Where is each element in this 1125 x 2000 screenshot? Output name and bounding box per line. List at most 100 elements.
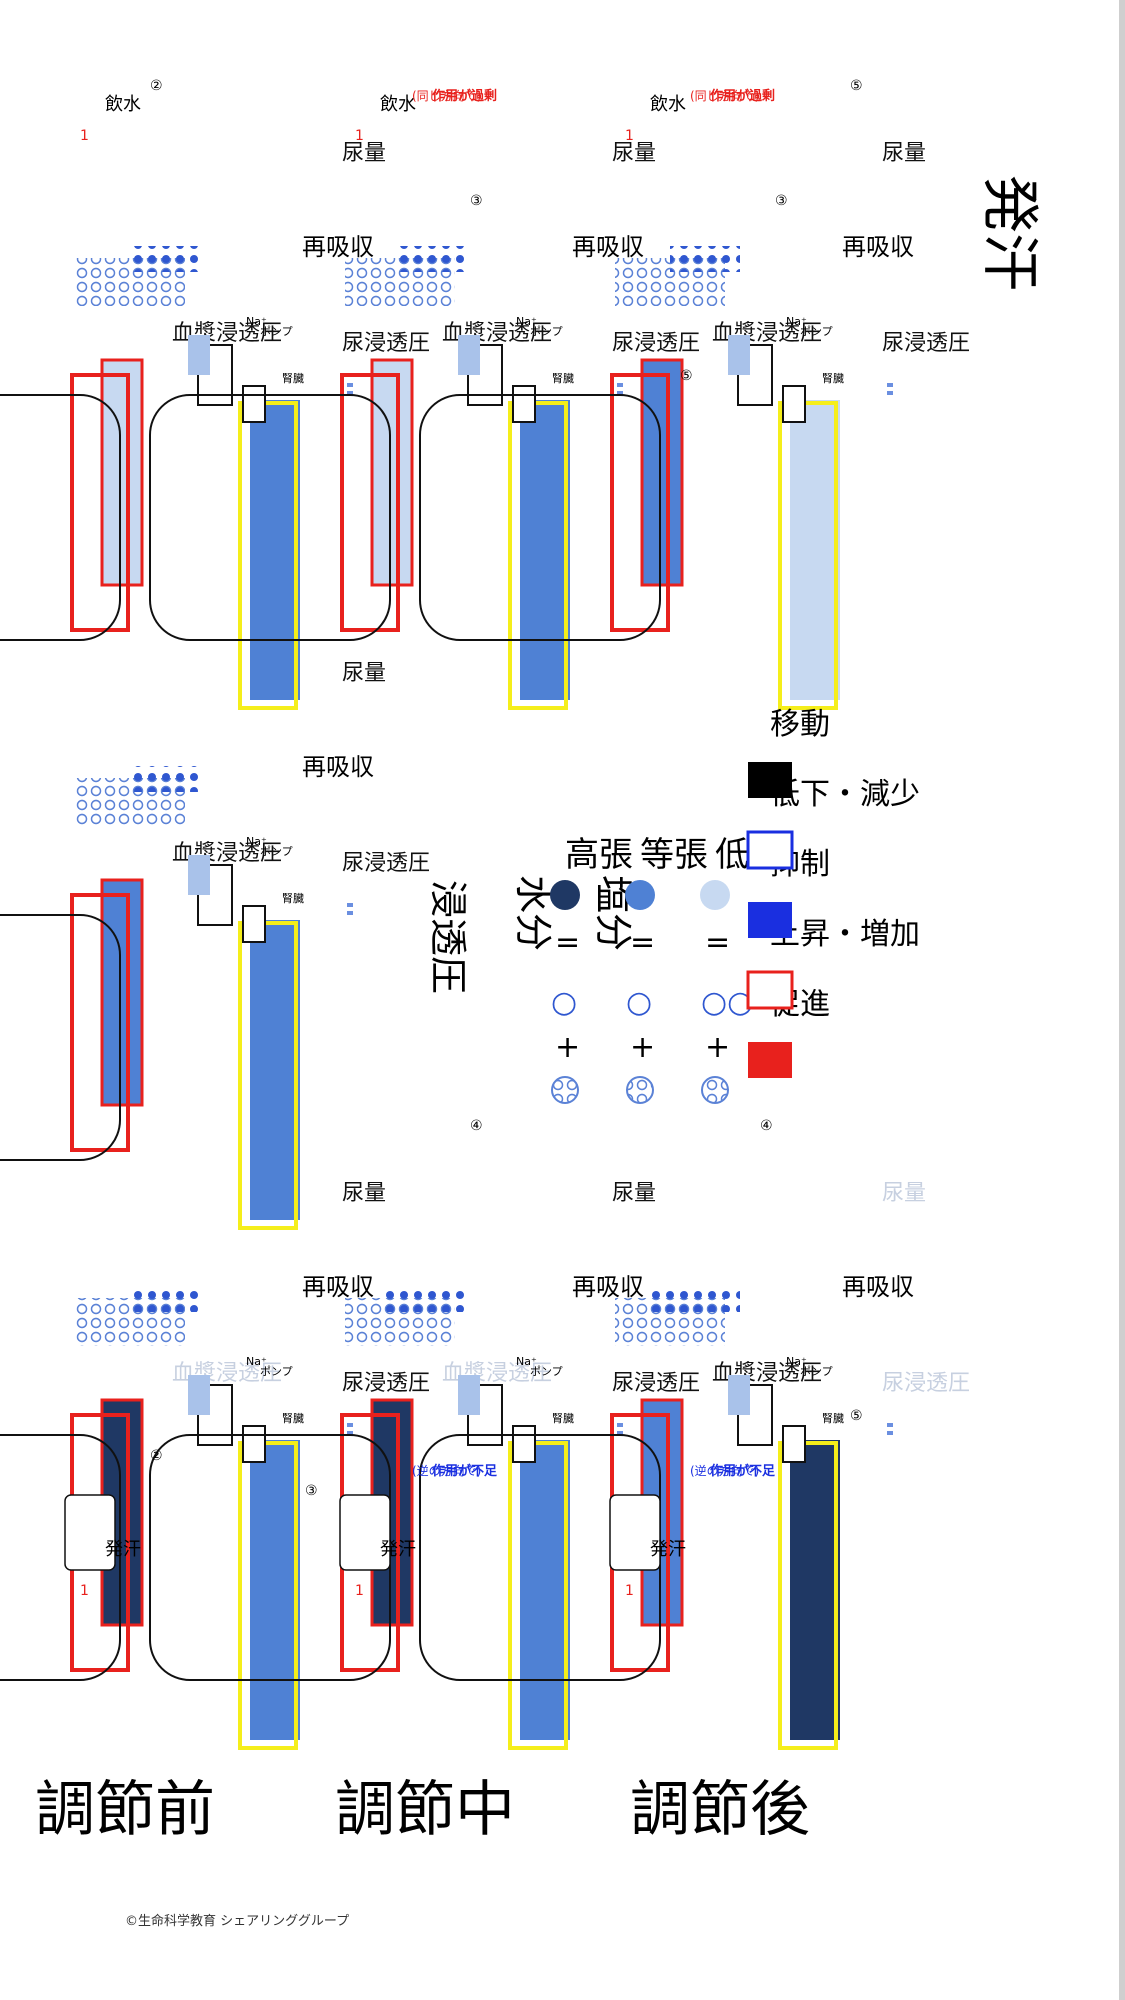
urine-frame xyxy=(508,401,568,710)
urine-osmolality-label: 尿浸透圧 xyxy=(612,1371,700,1396)
marker-three: ③ xyxy=(470,193,483,209)
legend-water: ○○ xyxy=(701,985,753,1020)
urine-osmolality-label: 尿浸透圧 xyxy=(882,331,970,356)
urine-osmolality-label: 尿浸透圧 xyxy=(342,851,430,876)
marker-two: ② xyxy=(150,78,163,94)
urine-box xyxy=(520,400,570,700)
salt-icon xyxy=(626,1076,654,1104)
note-excessive: 作用が過剰 xyxy=(432,88,497,104)
pump-label-line1: Na⁺ xyxy=(246,1355,267,1368)
kidney-label: 腎臓 xyxy=(552,1412,574,1425)
urine-box xyxy=(250,1440,300,1740)
marker-one: 1 xyxy=(355,1583,364,1599)
note-insufficient: 作用が不足 xyxy=(710,1463,776,1479)
urine-volume-label: 尿量 xyxy=(342,661,386,686)
marker-four: ④ xyxy=(760,1118,773,1134)
row-label-after: 調節後 xyxy=(630,1775,810,1845)
urine-volume-label: 尿量 xyxy=(882,141,926,166)
reabsorption-label: 再吸収 xyxy=(302,753,374,781)
legend-arrow-4: 移動 xyxy=(748,707,830,798)
pump-label-line1: Na⁺ xyxy=(516,1355,537,1368)
salt-arrow-shaft xyxy=(188,335,210,375)
plasma-frame xyxy=(340,373,400,632)
kidney-box xyxy=(512,385,536,423)
legend-osm-label: 等張 xyxy=(640,835,708,875)
panel-drink-before: 血漿浸透圧尿浸透圧尿量腎臓Na⁺ポンプ再吸収 xyxy=(0,141,430,710)
panel-baseline: 血漿浸透圧尿浸透圧尿量腎臓Na⁺ポンプ再吸収 xyxy=(0,661,430,1230)
legend-arrow-label: 移動 xyxy=(770,707,830,742)
reabsorption-arrow xyxy=(400,246,470,272)
kidney-outline xyxy=(0,394,121,641)
legend-equals: = xyxy=(555,925,580,960)
kidney-box xyxy=(512,1425,536,1463)
pump-label-line2: ポンプ xyxy=(530,1365,563,1378)
page-title: 発汗 xyxy=(976,175,1044,291)
plasma-box xyxy=(100,878,144,1107)
marker-one: 1 xyxy=(80,1583,89,1599)
reabsorption-label: 再吸収 xyxy=(842,1273,914,1301)
reabsorption-label: 再吸収 xyxy=(572,233,644,261)
marker-five: ⑤ xyxy=(850,78,863,94)
kidney-label: 腎臓 xyxy=(282,892,304,905)
pump-label-line1: Na⁺ xyxy=(246,315,267,328)
salt-icon xyxy=(701,1076,729,1104)
urine-osmolality-label: 尿浸透圧 xyxy=(342,331,430,356)
urine-box xyxy=(250,400,300,700)
legend-arrow-3: 低下・減少 xyxy=(746,777,920,870)
pump-label-line2: ポンプ xyxy=(530,325,563,338)
reabsorption-arrow xyxy=(670,246,740,272)
marker-four: ④ xyxy=(470,1118,483,1134)
kidney-label: 腎臓 xyxy=(822,372,844,385)
pump-label-line1: Na⁺ xyxy=(786,315,807,328)
kidney-label: 腎臓 xyxy=(822,1412,844,1425)
legend: 塩分 水分 浸透圧 xyxy=(426,875,635,994)
plasma-frame xyxy=(610,373,670,632)
page-edge xyxy=(1119,0,1125,2000)
plasma-box xyxy=(370,358,414,587)
plasma-box xyxy=(100,358,144,587)
note-same-direction: (同じ方向で) xyxy=(690,88,759,103)
osmolality-swatch xyxy=(625,880,655,910)
copyright: ©生命科学教育 シェアリンググループ xyxy=(125,1913,349,1929)
reabsorption-label: 再吸収 xyxy=(572,1273,644,1301)
sweat-label: 発汗 xyxy=(650,1539,686,1560)
salt-arrow-shaft xyxy=(458,1375,480,1415)
legend-header-water: 水分 xyxy=(511,875,555,951)
sweat-box xyxy=(64,1494,116,1571)
row-label-before: 調節前 xyxy=(35,1775,215,1845)
urine-volume-label: 尿量 xyxy=(612,1181,656,1206)
sweat-label: 発汗 xyxy=(380,1539,416,1560)
note-same-direction: (同じ方向で) xyxy=(412,88,481,103)
kidney-outline xyxy=(0,914,121,1161)
sweat-label: 発汗 xyxy=(105,1539,141,1560)
increase-arrow-icon xyxy=(746,970,794,1010)
marker-three: ③ xyxy=(775,193,788,209)
panel-drink-after: 血漿浸透圧尿浸透圧尿量腎臓Na⁺ポンプ再吸収 xyxy=(419,141,970,710)
panel-sweat-after: 血漿浸透圧尿浸透圧尿量腎臓Na⁺ポンプ再吸収 xyxy=(419,1181,970,1750)
marker-five: ⑤ xyxy=(680,368,693,384)
promote-arrow-icon xyxy=(748,1042,792,1078)
reabsorption-arrow xyxy=(130,246,200,272)
legend-row: +○=高張 xyxy=(550,835,633,1104)
legend-water: ○ xyxy=(551,985,577,1020)
note-excessive: 作用が過剰 xyxy=(710,88,775,104)
sweat-box xyxy=(609,1494,661,1571)
kidney-box xyxy=(242,905,266,943)
urine-frame xyxy=(238,401,298,710)
urine-osmolality-label: 尿浸透圧 xyxy=(612,331,700,356)
legend-arrow-label: 上昇・増加 xyxy=(770,917,920,952)
urine-volume-label: 尿量 xyxy=(612,141,656,166)
marker-two: ② xyxy=(150,1448,163,1464)
plasma-box xyxy=(640,358,684,587)
reabsorption-arrow xyxy=(130,766,200,792)
panel-drink-during: 血漿浸透圧尿浸透圧尿量腎臓Na⁺ポンプ再吸収 xyxy=(149,141,700,710)
marker-one: 1 xyxy=(625,128,634,144)
kidney-label: 腎臓 xyxy=(282,1412,304,1425)
pump-label-line1: Na⁺ xyxy=(786,1355,807,1368)
legend-plus: + xyxy=(630,1030,655,1065)
legend-equals: = xyxy=(630,925,655,960)
kidney-box xyxy=(242,1425,266,1463)
marker-one: 1 xyxy=(80,128,89,144)
